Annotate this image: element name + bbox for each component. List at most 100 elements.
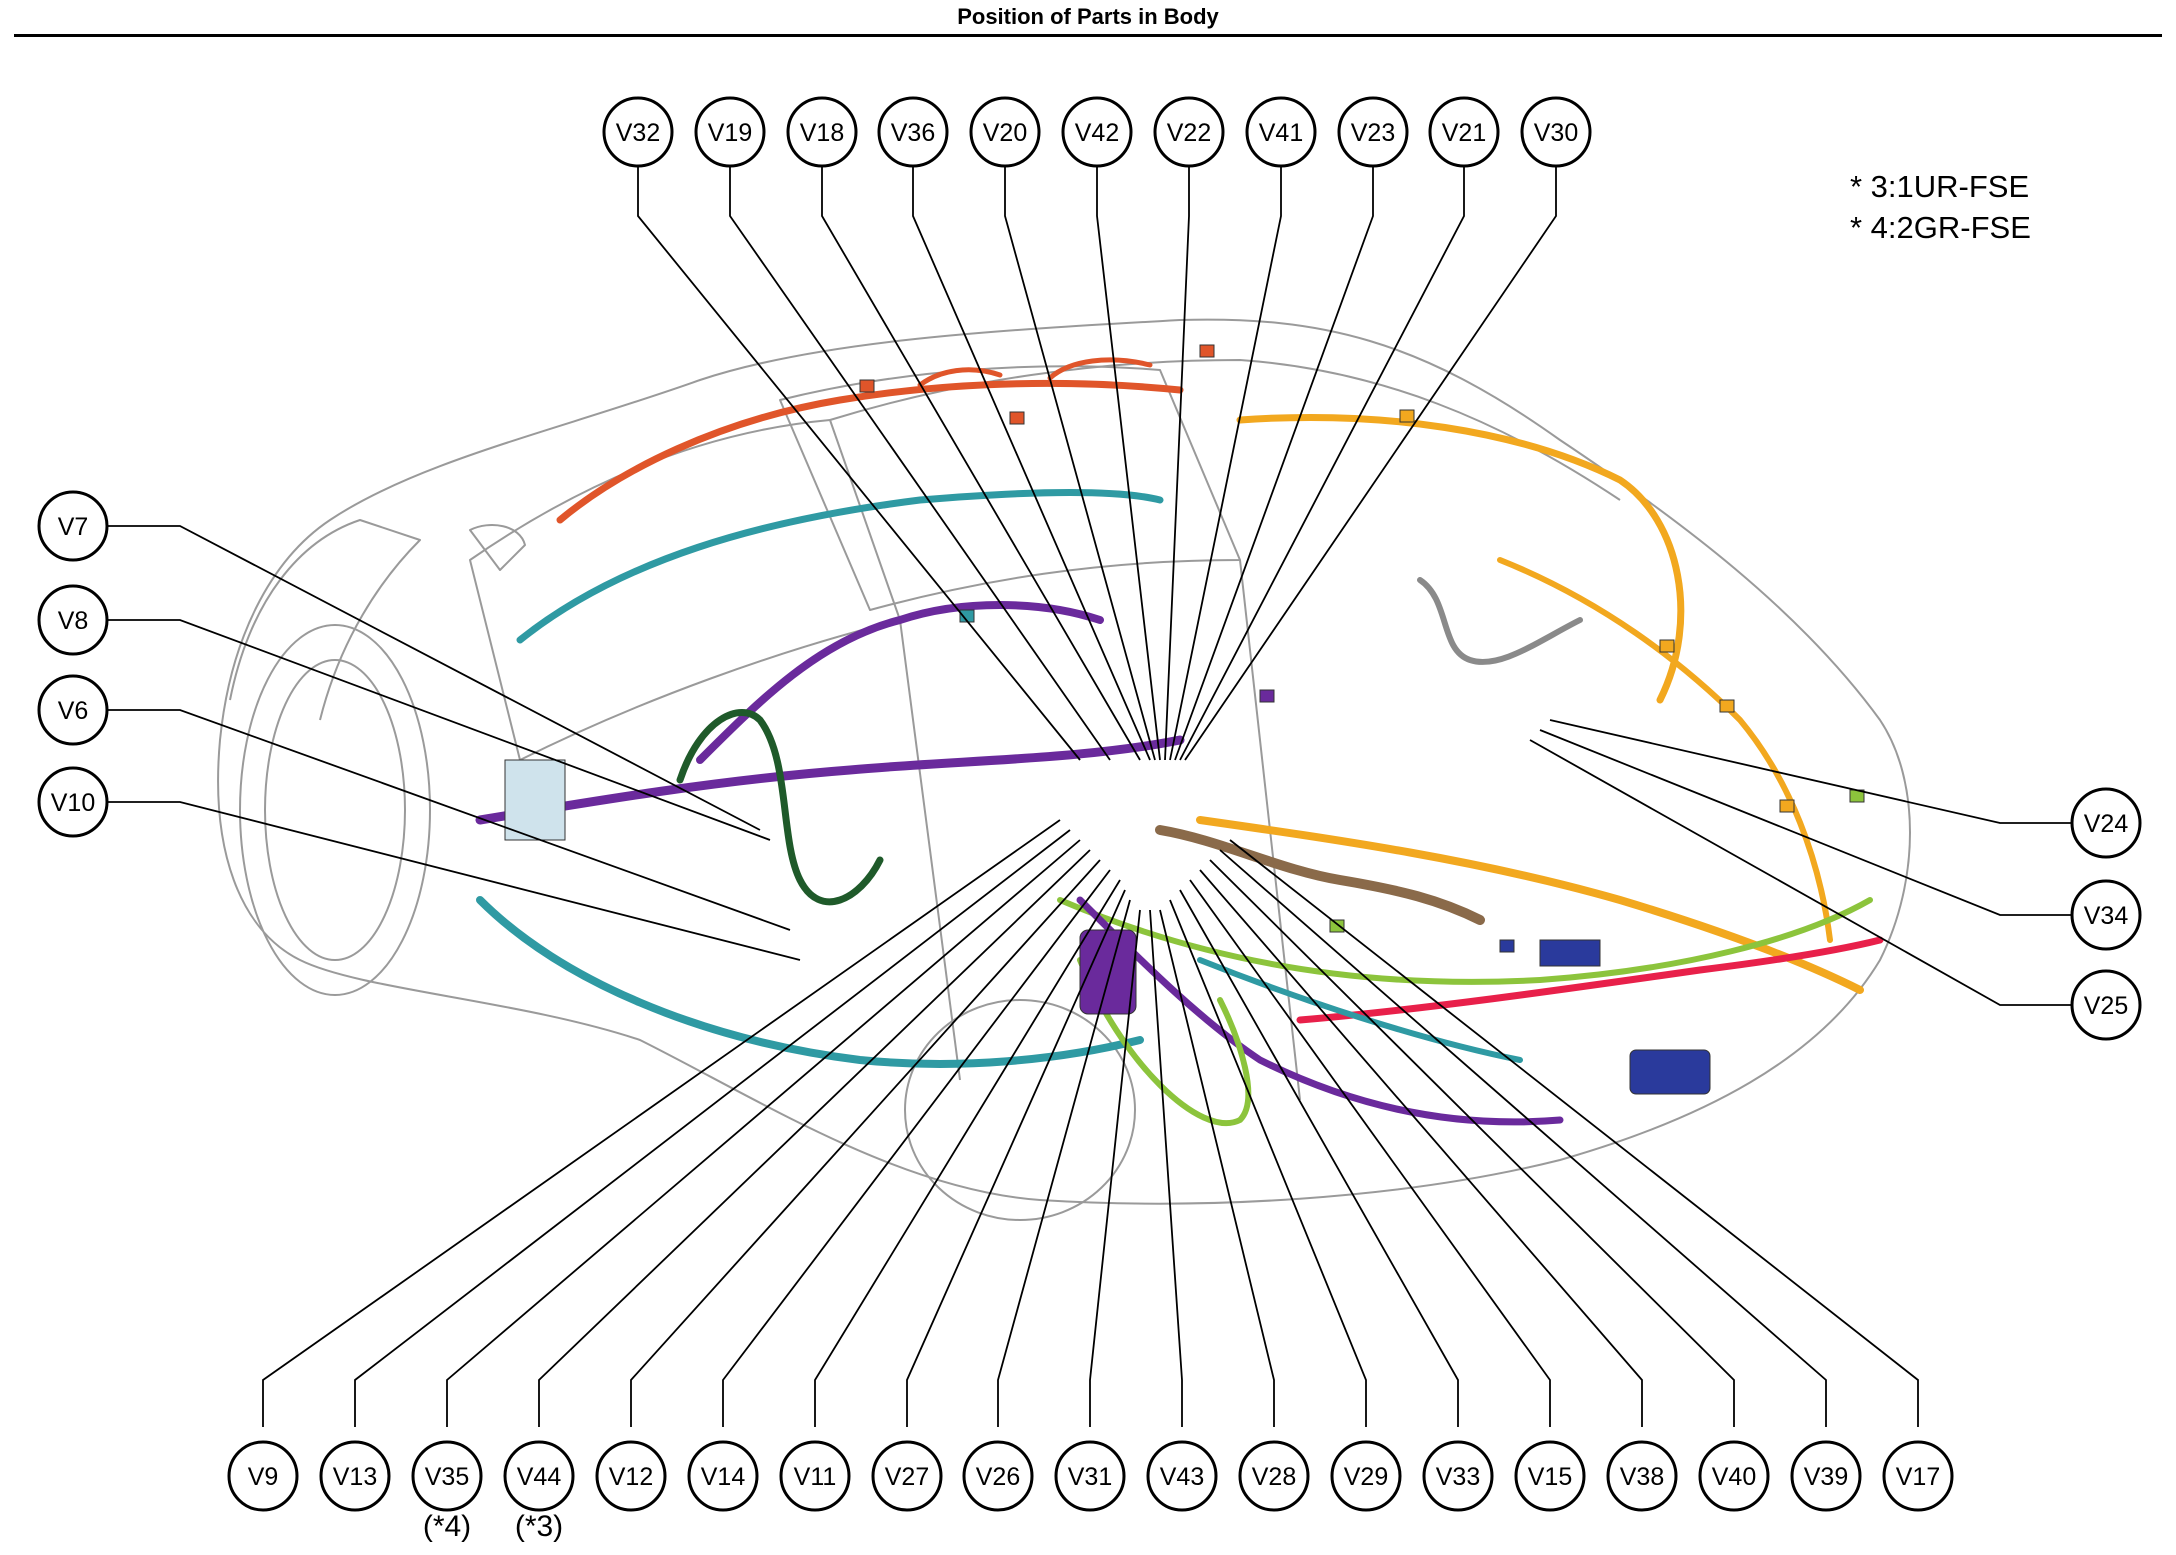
callout-v20: V20 <box>969 96 1041 168</box>
callout-label: V13 <box>333 1463 377 1491</box>
callout-label: V29 <box>1344 1463 1388 1491</box>
rear-wheel-arch <box>904 999 1136 1221</box>
ecu-module <box>1629 1049 1711 1095</box>
callout-label: V43 <box>1160 1463 1204 1491</box>
callout-label: V12 <box>609 1463 653 1491</box>
callout-label: V38 <box>1620 1463 1664 1491</box>
callout-v25: V25 <box>2070 969 2142 1041</box>
leader-line <box>107 801 801 961</box>
connector <box>1779 799 1795 813</box>
callout-v24: V24 <box>2070 787 2142 859</box>
callout-v18: V18 <box>786 96 858 168</box>
bottom-callouts: V9 V13 V35 V44 V12 V14 V11 V27 V26 V31 V… <box>227 1440 1954 1512</box>
leader-line <box>1219 849 1827 1427</box>
callout-v8: V8 <box>37 584 109 656</box>
leader-line <box>1174 166 1374 761</box>
callout-label: V25 <box>2084 992 2128 1020</box>
right-callouts: V24 V34 V25 <box>2070 787 2142 1041</box>
leader-line <box>821 166 1141 761</box>
callout-v15: V15 <box>1514 1440 1586 1512</box>
callout-label: V20 <box>983 119 1027 147</box>
leader-line <box>1529 739 2072 1006</box>
callout-v9: V9 <box>227 1440 299 1512</box>
connector <box>1659 639 1675 653</box>
door-harness <box>1296 936 1884 1024</box>
callout-label: V10 <box>51 789 95 817</box>
trunk-harness-gray <box>1417 577 1583 665</box>
connectors <box>504 344 1865 1095</box>
callout-v22: V22 <box>1153 96 1225 168</box>
leader-line <box>446 839 1081 1427</box>
left-callouts: V7 V8 V6 V10 <box>37 490 109 838</box>
leader-line <box>814 879 1121 1427</box>
callout-label: V35 <box>425 1463 469 1491</box>
callout-label: V34 <box>2084 902 2129 930</box>
callout-v35: V35 <box>411 1440 483 1512</box>
front-wheel <box>264 659 406 961</box>
headliner-harness <box>1236 414 1685 704</box>
lower-teal <box>1197 957 1523 1063</box>
connector <box>859 379 875 393</box>
callout-v6: V6 <box>37 674 109 746</box>
callout-label: V27 <box>885 1463 929 1491</box>
callout-v34: V34 <box>2070 879 2142 951</box>
callout-label: V41 <box>1259 119 1303 147</box>
callout-v36: V36 <box>877 96 949 168</box>
callout-v38: V38 <box>1606 1440 1678 1512</box>
note-1ur-fse: * 3:1UR-FSE <box>1850 169 2030 204</box>
instrument-harness <box>475 735 1185 825</box>
leader-line <box>107 709 791 931</box>
connector <box>1719 699 1735 713</box>
callout-label: V17 <box>1896 1463 1940 1491</box>
front-wheel-arch <box>239 624 431 996</box>
top-callouts: V32 V19 V18 V36 V20 V42 V22 V41 V23 V21 … <box>602 96 1592 168</box>
callout-v26: V26 <box>962 1440 1034 1512</box>
callout-v17: V17 <box>1882 1440 1954 1512</box>
roof-harness-branch <box>917 357 1153 388</box>
callout-v12: V12 <box>595 1440 667 1512</box>
callout-label: V6 <box>58 697 89 725</box>
callout-v19: V19 <box>694 96 766 168</box>
floor-harness-left <box>476 896 1144 1068</box>
leader-line <box>1549 719 2072 824</box>
callout-v33: V33 <box>1422 1440 1494 1512</box>
callout-v29: V29 <box>1330 1440 1402 1512</box>
leader-line <box>1096 166 1161 761</box>
leader-line <box>262 819 1061 1427</box>
callout-label: V32 <box>616 119 660 147</box>
callout-label: V9 <box>248 1463 279 1491</box>
leader-line <box>107 619 771 841</box>
callout-label: V28 <box>1252 1463 1296 1491</box>
callout-v43: V43 <box>1146 1440 1218 1512</box>
leader-line <box>630 859 1101 1427</box>
callout-label: V18 <box>800 119 844 147</box>
callout-label: V44 <box>517 1463 562 1491</box>
leader-line <box>1089 909 1141 1427</box>
leader-line <box>1169 166 1282 761</box>
callout-label: V26 <box>976 1463 1020 1491</box>
callout-label: V24 <box>2084 810 2129 838</box>
wiring-harness <box>475 357 1884 1127</box>
v44-variant-note: (*3) <box>514 1510 564 1543</box>
callout-label: V21 <box>1442 119 1486 147</box>
leader-line <box>1209 859 1735 1427</box>
callout-v32: V32 <box>602 96 674 168</box>
callout-v13: V13 <box>319 1440 391 1512</box>
dash-harness-green <box>676 709 884 906</box>
leader-line <box>1164 166 1190 761</box>
callout-label: V40 <box>1712 1463 1756 1491</box>
cowl-harness <box>696 601 1104 764</box>
rear-harness <box>1497 557 1833 943</box>
callout-label: V39 <box>1804 1463 1848 1491</box>
mirror <box>469 524 526 571</box>
leader-line <box>1159 909 1275 1427</box>
leader-line <box>912 166 1151 761</box>
lime-loop <box>1077 957 1252 1127</box>
callout-v27: V27 <box>871 1440 943 1512</box>
callout-label: V8 <box>58 607 89 635</box>
engine-notes: * 3:1UR-FSE * 4:2GR-FSE <box>1850 166 2031 248</box>
title-rule <box>14 34 2162 37</box>
leader-line <box>1539 729 2072 916</box>
callout-v28: V28 <box>1238 1440 1310 1512</box>
